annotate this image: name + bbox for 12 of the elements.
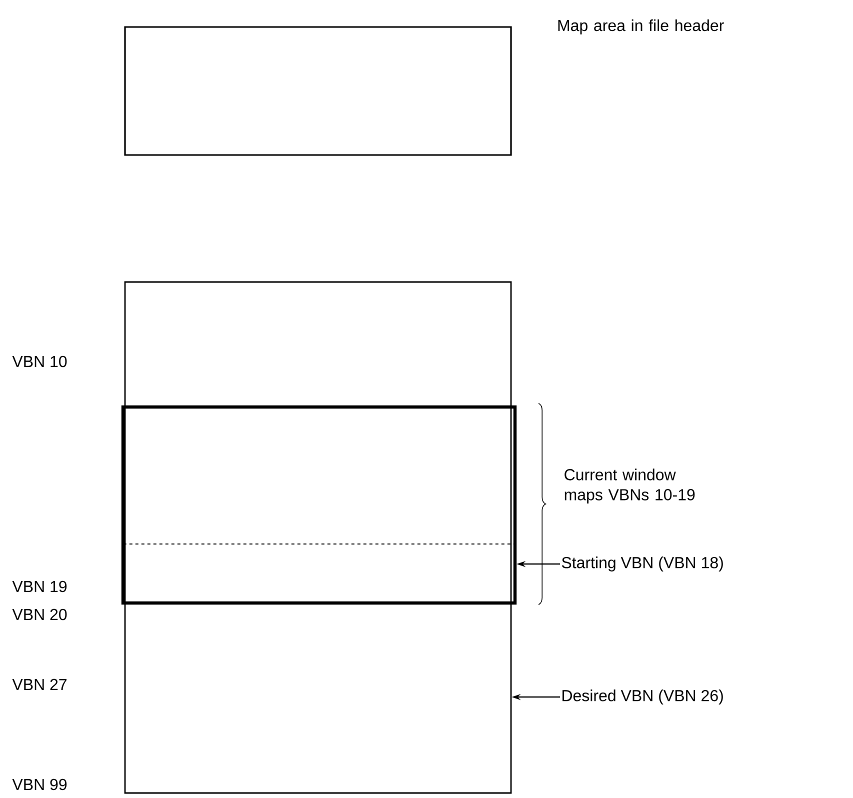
file-box (124, 281, 512, 794)
pointer-label: Starting VBN (VBN 18) (562, 556, 723, 572)
row-label: VBN 20 (12, 608, 67, 620)
caption-text: Current window maps VBNs 10-19 (564, 468, 695, 504)
pointer-label: Desired VBN (VBN 26) (562, 690, 723, 704)
row-label: VBN 99 (12, 778, 67, 790)
caption-text: Map area in file header (558, 19, 724, 34)
row-label: VBN 27 (12, 678, 67, 690)
row-label: VBN 10 (12, 356, 67, 368)
row-label: VBN 19 (12, 580, 67, 592)
window-box (121, 405, 517, 605)
map-area-box (124, 26, 512, 156)
